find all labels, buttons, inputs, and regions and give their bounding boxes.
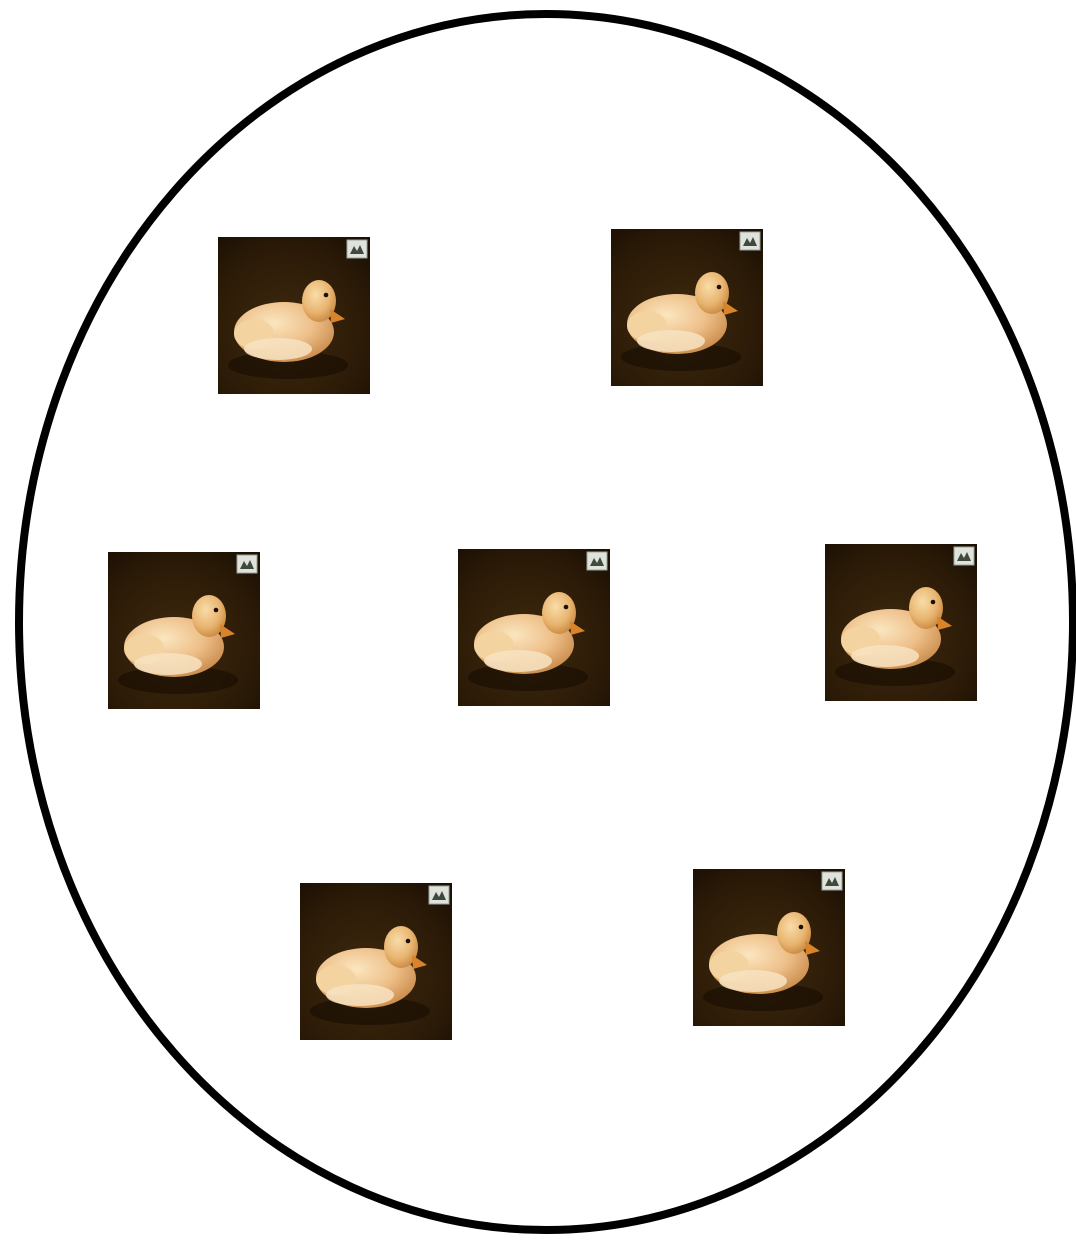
duckling-photo-icon: [218, 237, 370, 394]
duckling-photo-icon: [458, 549, 610, 706]
duckling-photo-icon: [693, 869, 845, 1026]
duckling-photo-icon: [108, 552, 260, 709]
duckling-photo-icon: [300, 883, 452, 1040]
duckling-photo-icon: [825, 544, 977, 701]
duckling-photo-icon: [611, 229, 763, 386]
